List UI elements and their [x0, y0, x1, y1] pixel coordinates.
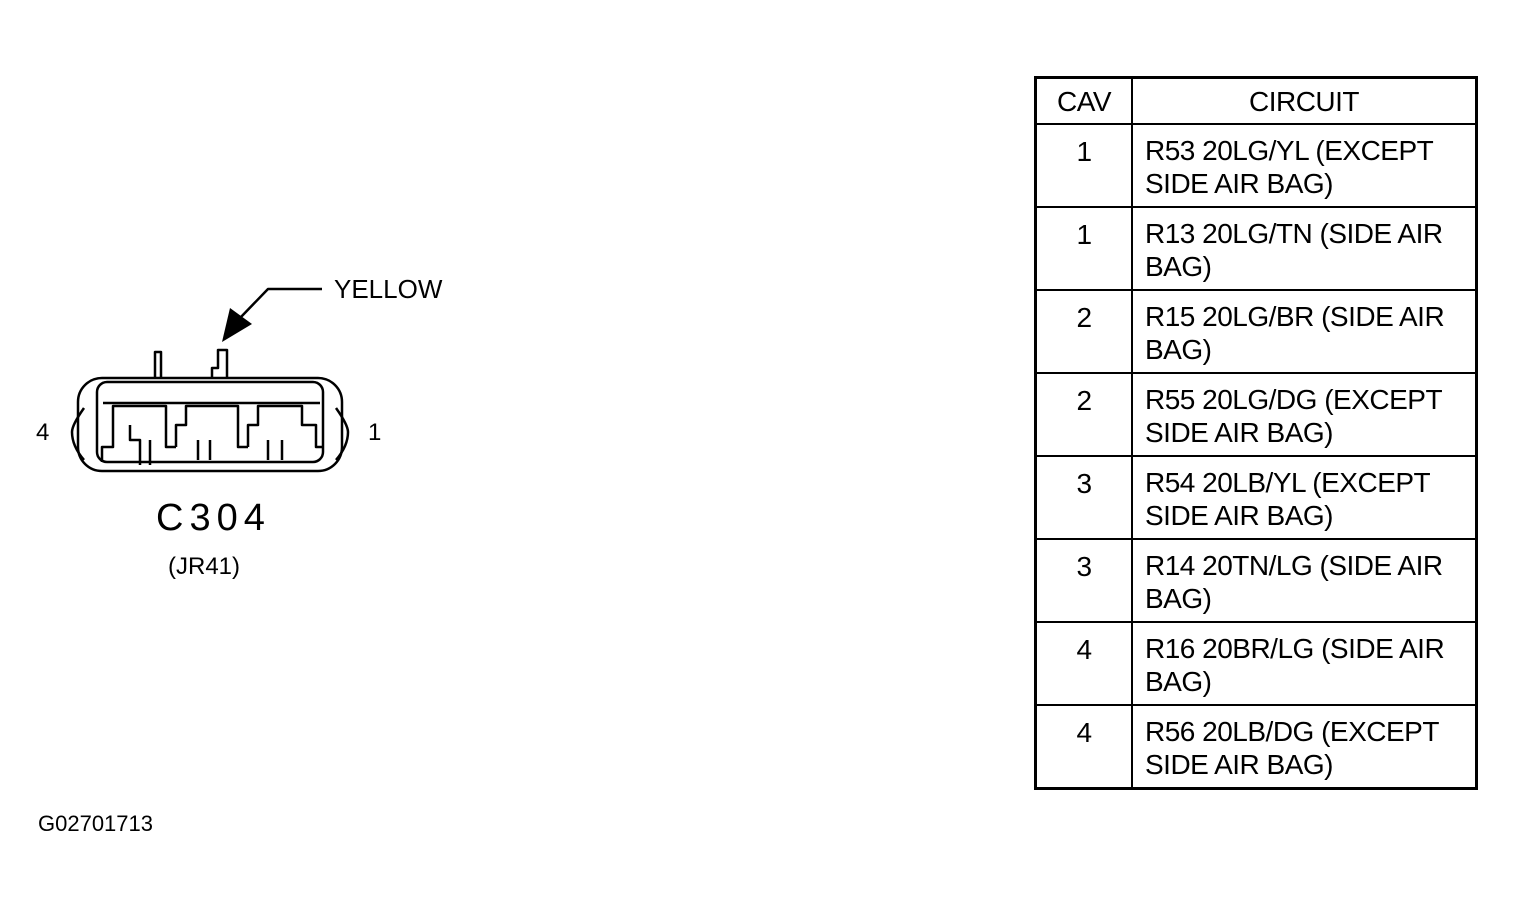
table-row: 1 R13 20LG/TN (SIDE AIR BAG) [1034, 206, 1478, 291]
pin-4-label: 4 [36, 419, 49, 446]
connector-left-ear [70, 407, 86, 461]
table-row: 2 R15 20LG/BR (SIDE AIR BAG) [1034, 289, 1478, 374]
cav-cell: 3 [1034, 455, 1133, 540]
cavity-circuit-table: CAV CIRCUIT 1 R53 20LG/YL (EXCEPT SIDE A… [1034, 76, 1478, 790]
connector-name: C304 [156, 497, 271, 539]
connector-face [95, 380, 325, 464]
pin-1-label: 1 [368, 419, 381, 446]
callout-leader [239, 287, 322, 319]
cav-cell: 4 [1034, 621, 1133, 706]
circuit-cell: R54 20LB/YL (EXCEPT SIDE AIR BAG) [1131, 455, 1478, 540]
table-row: 2 R55 20LG/DG (EXCEPT SIDE AIR BAG) [1034, 372, 1478, 457]
connector-body [76, 376, 344, 473]
circuit-cell: R56 20LB/DG (EXCEPT SIDE AIR BAG) [1131, 704, 1478, 790]
table-row: 3 R54 20LB/YL (EXCEPT SIDE AIR BAG) [1034, 455, 1478, 540]
cav-cell: 1 [1034, 206, 1133, 291]
figure-id: G02701713 [38, 811, 153, 836]
circuit-cell: R13 20LG/TN (SIDE AIR BAG) [1131, 206, 1478, 291]
cavity-4 [100, 404, 176, 462]
table-row: 1 R53 20LG/YL (EXCEPT SIDE AIR BAG) [1034, 123, 1478, 208]
post-right [210, 348, 229, 378]
color-callout-label: YELLOW [334, 274, 443, 304]
table-row: 3 R14 20TN/LG (SIDE AIR BAG) [1034, 538, 1478, 623]
table-header-row: CAV CIRCUIT [1034, 76, 1478, 125]
cav-cell: 1 [1034, 123, 1133, 208]
header-circuit: CIRCUIT [1131, 76, 1478, 125]
circuit-cell: R16 20BR/LG (SIDE AIR BAG) [1131, 621, 1478, 706]
table-row: 4 R56 20LB/DG (EXCEPT SIDE AIR BAG) [1034, 704, 1478, 790]
connector-sub-label: (JR41) [168, 553, 240, 580]
header-cav: CAV [1034, 76, 1133, 125]
circuit-cell: R15 20LG/BR (SIDE AIR BAG) [1131, 289, 1478, 374]
cav-cell: 4 [1034, 704, 1133, 790]
cavity-divider [196, 440, 284, 460]
callout-arrowhead [222, 308, 252, 342]
circuit-cell: R14 20TN/LG (SIDE AIR BAG) [1131, 538, 1478, 623]
cavity-3 [128, 425, 152, 465]
cav-cell: 2 [1034, 289, 1133, 374]
post-left [153, 350, 163, 378]
connector-right-ear [334, 407, 350, 461]
circuit-cell: R55 20LG/DG (EXCEPT SIDE AIR BAG) [1131, 372, 1478, 457]
circuit-cell: R53 20LG/YL (EXCEPT SIDE AIR BAG) [1131, 123, 1478, 208]
cav-cell: 3 [1034, 538, 1133, 623]
connector-diagram: YELLOW 4 1 C304 (JR41) [36, 274, 443, 580]
cav-cell: 2 [1034, 372, 1133, 457]
cavity-2 [174, 404, 248, 449]
cavity-1 [246, 404, 323, 449]
table-row: 4 R16 20BR/LG (SIDE AIR BAG) [1034, 621, 1478, 706]
